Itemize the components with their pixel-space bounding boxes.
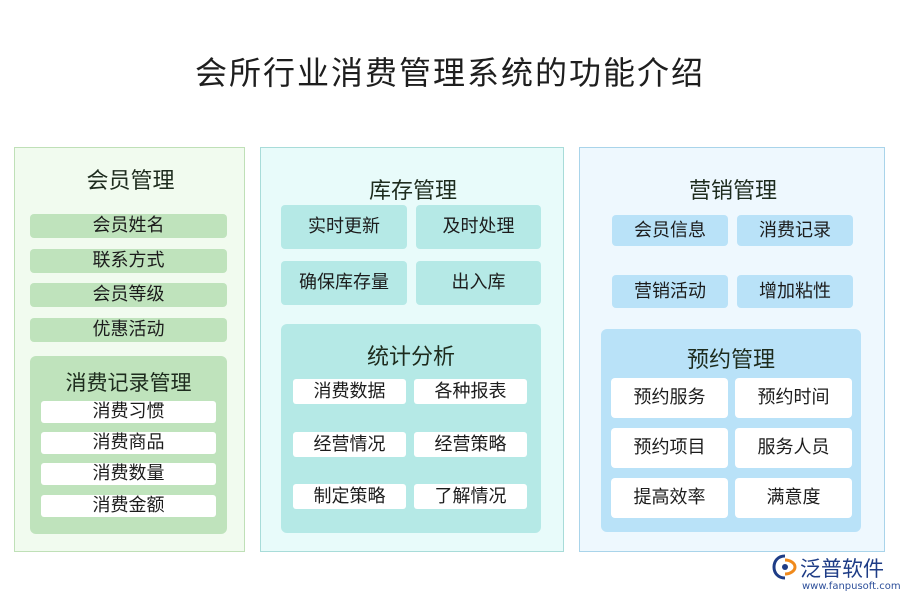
fanpu-logo-icon: [772, 554, 797, 580]
stats-item-consumption-data: 消费数据: [293, 379, 406, 404]
stats-item-business-strategy: 经营策略: [414, 432, 527, 457]
statistics-analysis-subpanel: 统计分析 消费数据 各种报表 经营情况 经营策略 制定策略 了解情况: [281, 324, 541, 533]
logo-name: 泛普软件: [800, 557, 884, 581]
appointment-item-staff: 服务人员: [735, 428, 852, 468]
fanpu-logo: 泛普软件 www.fanpusoft.com: [772, 552, 900, 596]
appointment-item-time: 预约时间: [735, 378, 852, 418]
stats-item-reports: 各种报表: [414, 379, 527, 404]
marketing-management-panel: 营销管理 会员信息 消费记录 营销活动 增加粘性 预约管理 预约服务 预约时间 …: [579, 147, 885, 552]
consumption-item-goods: 消费商品: [41, 432, 216, 454]
stats-item-business-status: 经营情况: [293, 432, 406, 457]
member-item-contact: 联系方式: [30, 249, 227, 273]
stock-item-in-out: 出入库: [416, 261, 541, 305]
consumption-item-habit: 消费习惯: [41, 401, 216, 423]
appointment-item-service: 预约服务: [611, 378, 728, 418]
marketing-item-consumption-record: 消费记录: [737, 215, 853, 246]
appointment-item-satisfaction: 满意度: [735, 478, 852, 518]
consumption-item-quantity: 消费数量: [41, 463, 216, 485]
marketing-item-marketing-activity: 营销活动: [612, 275, 728, 308]
marketing-management-heading: 营销管理: [688, 179, 777, 204]
member-item-name: 会员姓名: [30, 214, 227, 238]
member-management-heading: 会员管理: [86, 169, 175, 194]
page-title: 会所行业消费管理系统的功能介绍: [194, 54, 705, 92]
appointment-management-heading: 预约管理: [686, 348, 775, 373]
member-item-level: 会员等级: [30, 283, 227, 307]
consumption-record-subpanel: 消费记录管理 消费习惯 消费商品 消费数量 消费金额: [30, 356, 227, 534]
stats-item-understand-status: 了解情况: [414, 484, 527, 509]
appointment-item-efficiency: 提高效率: [611, 478, 728, 518]
consumption-record-heading: 消费记录管理: [65, 371, 192, 395]
stock-item-ensure-quantity: 确保库存量: [281, 261, 407, 305]
marketing-item-increase-stickiness: 增加粘性: [737, 275, 853, 308]
stock-management-panel: 库存管理 实时更新 及时处理 确保库存量 出入库 统计分析 消费数据 各种报表 …: [260, 147, 564, 552]
member-management-panel: 会员管理 会员姓名 联系方式 会员等级 优惠活动 消费记录管理 消费习惯 消费商…: [14, 147, 245, 552]
stats-item-make-strategy: 制定策略: [293, 484, 406, 509]
member-item-promotion: 优惠活动: [30, 318, 227, 342]
appointment-item-project: 预约项目: [611, 428, 728, 468]
statistics-analysis-heading: 统计分析: [366, 345, 455, 370]
logo-url: www.fanpusoft.com: [802, 581, 900, 592]
stock-item-timely-handling: 及时处理: [416, 205, 541, 249]
marketing-item-member-info: 会员信息: [612, 215, 728, 246]
stock-management-heading: 库存管理: [368, 179, 457, 204]
consumption-item-amount: 消费金额: [41, 495, 216, 517]
appointment-management-subpanel: 预约管理 预约服务 预约时间 预约项目 服务人员 提高效率 满意度: [601, 329, 861, 532]
stock-item-realtime-update: 实时更新: [281, 205, 407, 249]
